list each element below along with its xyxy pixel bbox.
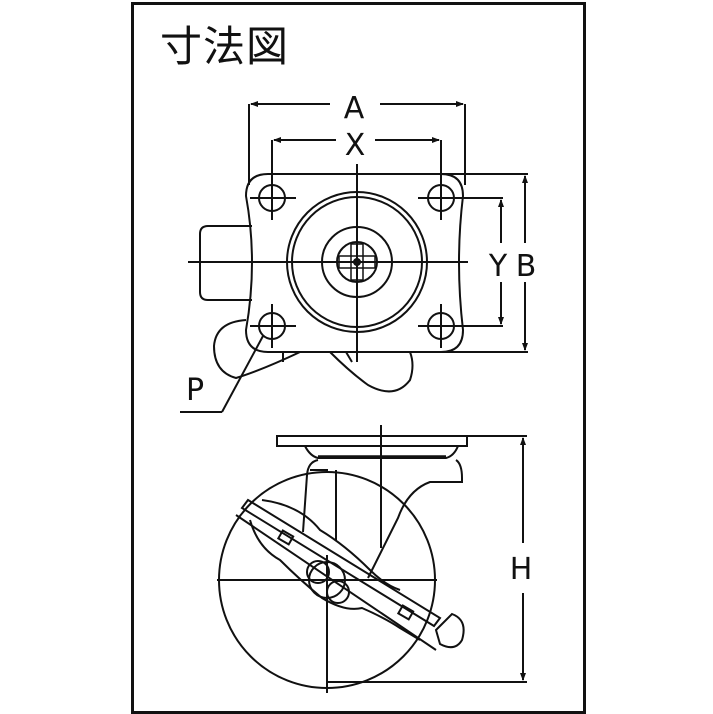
label-b: B bbox=[516, 249, 537, 284]
dimension-b bbox=[440, 173, 528, 353]
fork-left bbox=[302, 459, 319, 533]
mounting-plate-outline bbox=[244, 173, 465, 353]
brake-lever bbox=[240, 498, 442, 628]
brake-pedal-tip bbox=[434, 612, 465, 649]
label-h: H bbox=[510, 552, 533, 587]
page-title: 寸法図 bbox=[160, 22, 290, 71]
drawing-frame bbox=[131, 2, 586, 714]
bolt-holes bbox=[250, 176, 464, 348]
label-x: X bbox=[345, 128, 366, 163]
dimension-h bbox=[327, 435, 527, 683]
label-a: A bbox=[344, 91, 365, 126]
p-leader-line bbox=[221, 335, 264, 413]
brake-pedal-outline bbox=[212, 319, 301, 380]
dimension-a bbox=[248, 101, 466, 185]
side-view bbox=[217, 425, 527, 693]
label-p: P bbox=[186, 373, 204, 408]
top-plate bbox=[276, 435, 468, 447]
label-y: Y bbox=[488, 249, 508, 284]
top-view bbox=[180, 101, 528, 413]
